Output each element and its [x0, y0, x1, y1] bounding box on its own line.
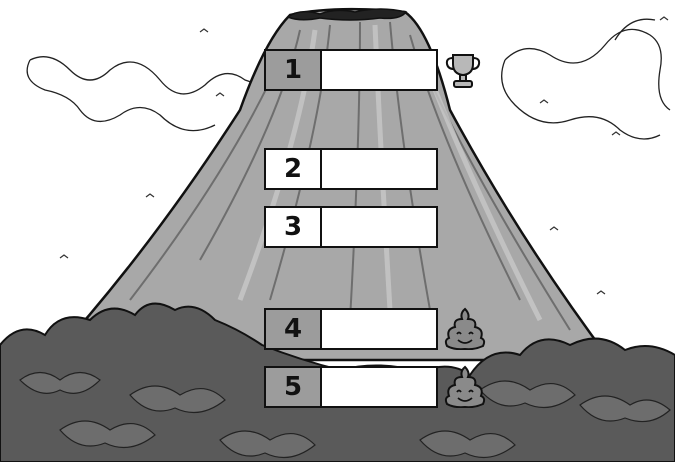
rank-number-5: 5 — [266, 368, 322, 406]
rank-slot-3[interactable]: 3 — [264, 206, 438, 248]
rank-drop-field-3[interactable] — [322, 208, 436, 246]
rank-number-3: 3 — [266, 208, 322, 246]
rank-drop-field-4[interactable] — [322, 310, 436, 348]
crater — [288, 9, 406, 20]
poop-icon — [444, 364, 486, 408]
rank-slot-4[interactable]: 4 — [264, 308, 438, 350]
rank-number-4: 4 — [266, 310, 322, 348]
rank-drop-field-5[interactable] — [322, 368, 436, 406]
trophy-icon — [443, 50, 483, 90]
rank-drop-field-2[interactable] — [322, 150, 436, 188]
rank-slot-2[interactable]: 2 — [264, 148, 438, 190]
rank-slot-1[interactable]: 1 — [264, 49, 438, 91]
rank-number-2: 2 — [266, 150, 322, 188]
poop-icon — [444, 306, 486, 350]
rank-drop-field-1[interactable] — [322, 51, 436, 89]
rank-number-1: 1 — [266, 51, 322, 89]
rank-slot-5[interactable]: 5 — [264, 366, 438, 408]
